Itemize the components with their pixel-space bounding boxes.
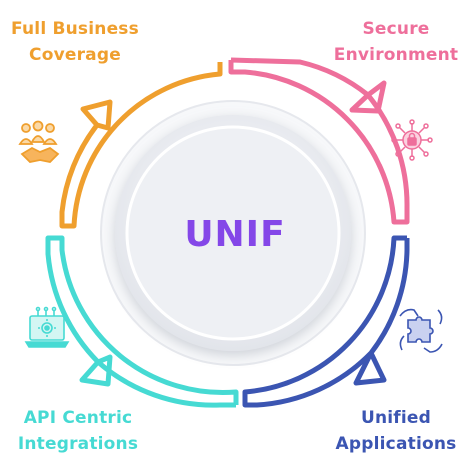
label-line: Environment xyxy=(333,45,459,65)
segment-full-business-coverage xyxy=(59,62,223,229)
label-unified-applications: Unified Applications xyxy=(322,405,470,457)
center-disc-inner xyxy=(125,125,341,341)
label-api-centric-integrations: API Centric Integrations xyxy=(8,405,148,457)
segment-api-centric-integrations xyxy=(45,235,239,408)
label-line: API Centric xyxy=(23,408,133,428)
label-line: Full Business xyxy=(11,19,139,39)
label-line: Applications xyxy=(335,434,457,454)
label-line: Integrations xyxy=(17,434,139,454)
segment-unified-applications xyxy=(242,235,410,408)
security-lock-circuit-icon xyxy=(391,119,433,161)
label-line: Unified xyxy=(360,408,432,428)
label-line: Secure xyxy=(362,19,430,39)
label-full-business-coverage: Full Business Coverage xyxy=(0,16,150,68)
team-handshake-icon xyxy=(18,120,60,163)
segment-secure-environment xyxy=(228,57,410,225)
laptop-gear-icon xyxy=(24,306,70,348)
label-secure-environment: Secure Environment xyxy=(322,16,470,68)
label-line: Coverage xyxy=(29,45,121,65)
puzzle-hands-icon xyxy=(399,308,443,353)
center-title: UNIF xyxy=(184,214,286,255)
